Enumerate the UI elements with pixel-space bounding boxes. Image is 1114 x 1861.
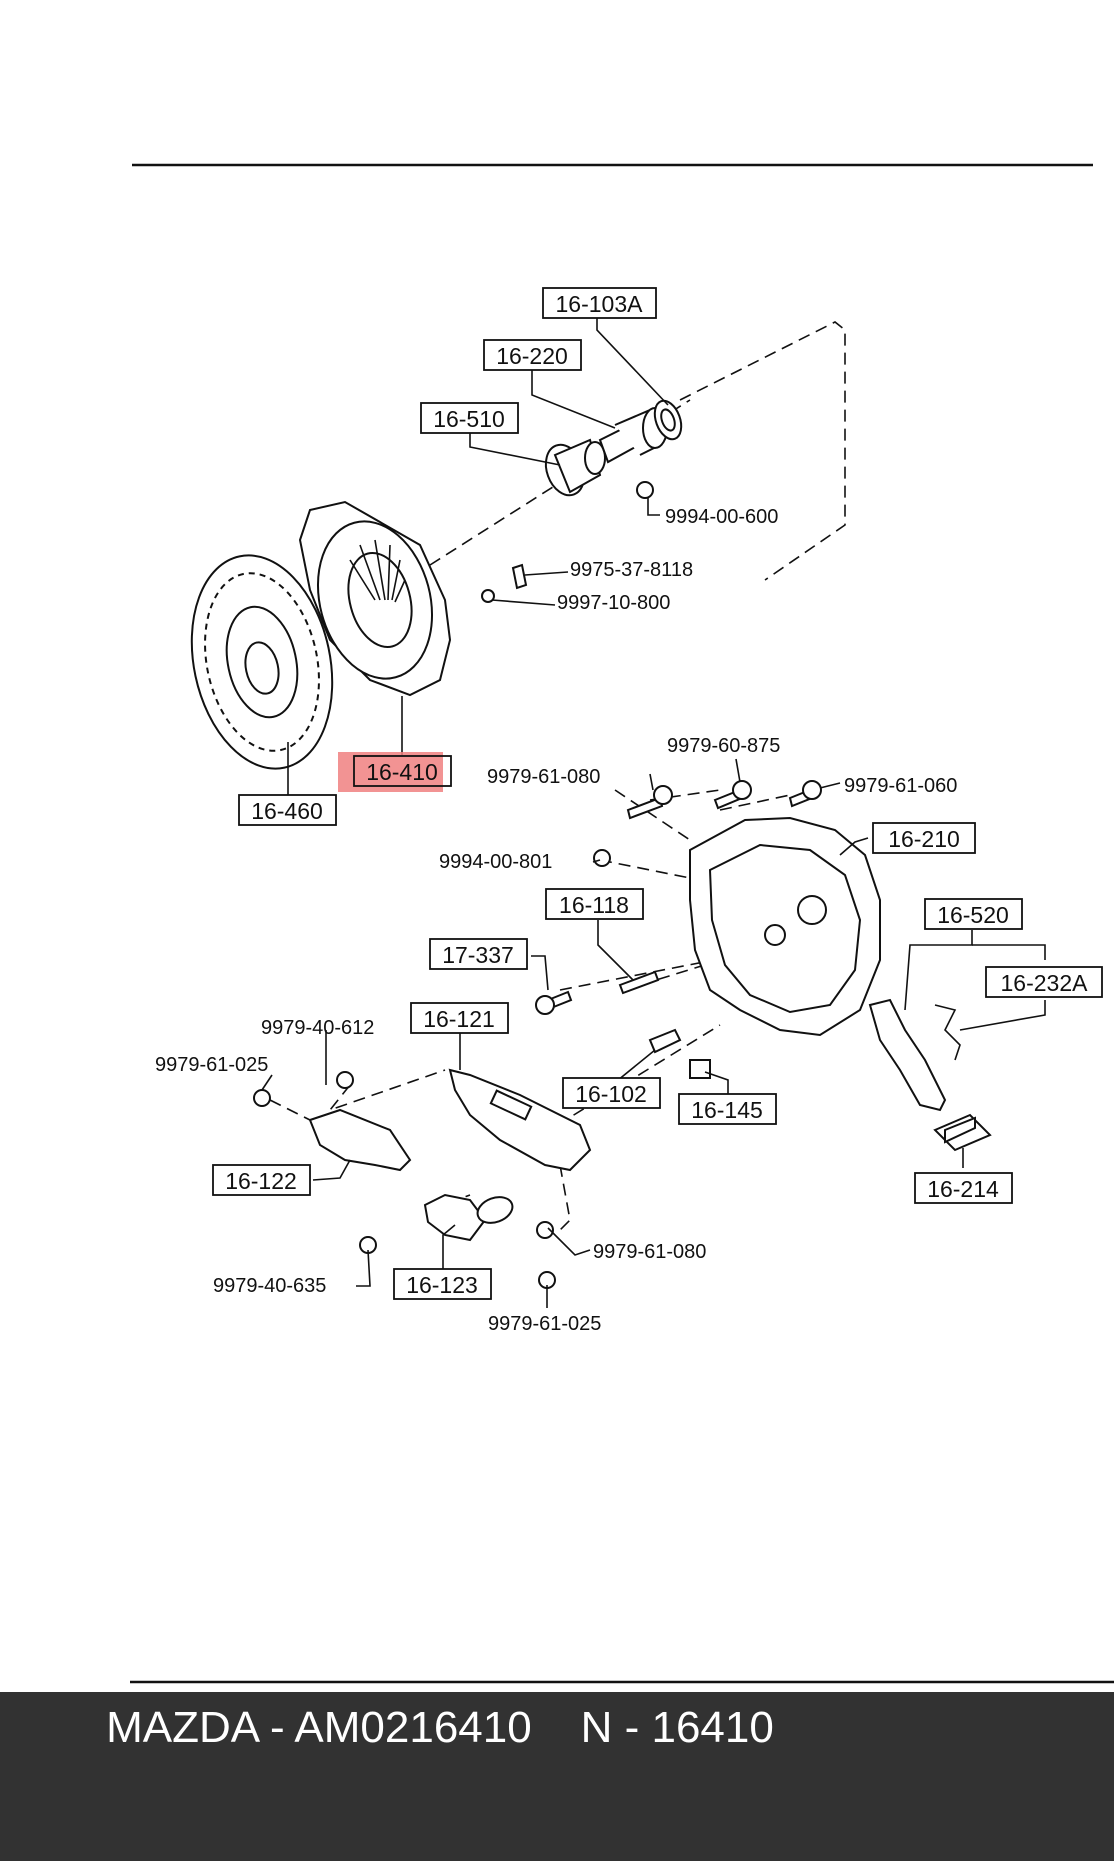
label-16-220-text: 16-220 <box>496 343 568 369</box>
label-9979-61-060[interactable]: 9979-61-060 <box>844 775 957 797</box>
pressure-plate-16-410 <box>298 500 452 697</box>
label-16-123[interactable]: 16-123 <box>393 1268 492 1300</box>
label-9979-60-875[interactable]: 9979-60-875 <box>667 735 780 757</box>
cover-16-122 <box>308 1108 412 1172</box>
clutch-housing-16-210 <box>689 816 881 1037</box>
bracket-16-121 <box>448 1068 592 1172</box>
label-9979-61-025-left[interactable]: 9979-61-025 <box>155 1054 268 1076</box>
label-16-232A[interactable]: 16-232A <box>985 966 1103 998</box>
small-fasteners-top <box>481 481 654 603</box>
label-9975-37-8118[interactable]: 9975-37-8118 <box>570 559 693 581</box>
release-bearing-16-510 <box>544 438 606 497</box>
label-16-460-text: 16-460 <box>251 798 323 824</box>
label-17-337[interactable]: 17-337 <box>429 938 528 970</box>
label-9979-40-612[interactable]: 9979-40-612 <box>261 1017 374 1039</box>
label-16-460[interactable]: 16-460 <box>238 794 337 826</box>
clutch-disc-16-460 <box>190 554 334 770</box>
label-16-121[interactable]: 16-121 <box>410 1002 509 1034</box>
label-16-103A-text: 16-103A <box>556 291 644 317</box>
label-16-118-text: 16-118 <box>559 892 629 918</box>
pivot-16-214 <box>933 1113 992 1152</box>
bracket-16-123 <box>423 1193 514 1242</box>
label-9979-61-080-upper[interactable]: 9979-61-080 <box>487 766 600 788</box>
label-16-210[interactable]: 16-210 <box>872 822 976 854</box>
label-16-210-text: 16-210 <box>888 826 960 852</box>
label-16-214-text: 16-214 <box>927 1176 999 1202</box>
footer-part-number: MAZDA - AM0216410 N - 16410 <box>106 1703 774 1752</box>
label-9994-00-801[interactable]: 9994-00-801 <box>439 851 552 873</box>
clutch-exploded-diagram: 16-103A 16-220 16-510 16-410 16-460 16-2… <box>130 163 1114 1684</box>
label-16-510[interactable]: 16-510 <box>420 402 519 434</box>
label-9979-61-025-bottom[interactable]: 9979-61-025 <box>488 1313 601 1335</box>
label-16-123-text: 16-123 <box>406 1272 478 1298</box>
guide-sleeve-16-220 <box>598 407 668 464</box>
label-16-510-text: 16-510 <box>433 406 505 432</box>
housing-bolts <box>593 780 822 867</box>
label-9994-00-600[interactable]: 9994-00-600 <box>665 506 778 528</box>
release-fork-16-520 <box>868 998 961 1112</box>
switch-and-cap <box>648 1028 711 1079</box>
label-16-410-text: 16-410 <box>366 759 438 785</box>
label-16-220[interactable]: 16-220 <box>483 339 582 371</box>
label-9979-61-080-lower[interactable]: 9979-61-080 <box>593 1241 706 1263</box>
label-16-214[interactable]: 16-214 <box>914 1172 1013 1204</box>
stud-and-bolt <box>535 970 660 1015</box>
label-16-122-text: 16-122 <box>225 1168 297 1194</box>
label-16-102[interactable]: 16-102 <box>562 1077 661 1109</box>
label-16-122[interactable]: 16-122 <box>212 1164 311 1196</box>
label-16-145-text: 16-145 <box>691 1097 763 1123</box>
label-9979-40-635[interactable]: 9979-40-635 <box>213 1275 326 1297</box>
label-16-410[interactable]: 16-410 <box>353 755 452 787</box>
label-16-118[interactable]: 16-118 <box>545 888 644 920</box>
label-16-232A-text: 16-232A <box>1001 970 1089 996</box>
label-16-103A[interactable]: 16-103A <box>542 287 657 319</box>
label-16-145[interactable]: 16-145 <box>678 1093 777 1125</box>
footer-bar <box>0 1692 1114 1861</box>
label-9997-10-800[interactable]: 9997-10-800 <box>557 592 670 614</box>
label-17-337-text: 17-337 <box>442 942 514 968</box>
label-16-520-text: 16-520 <box>937 902 1009 928</box>
oil-seal-16-103A <box>653 399 683 441</box>
label-16-121-text: 16-121 <box>423 1006 495 1032</box>
label-16-102-text: 16-102 <box>575 1081 647 1107</box>
leader-lines <box>261 318 1046 1308</box>
label-16-520[interactable]: 16-520 <box>924 898 1023 930</box>
